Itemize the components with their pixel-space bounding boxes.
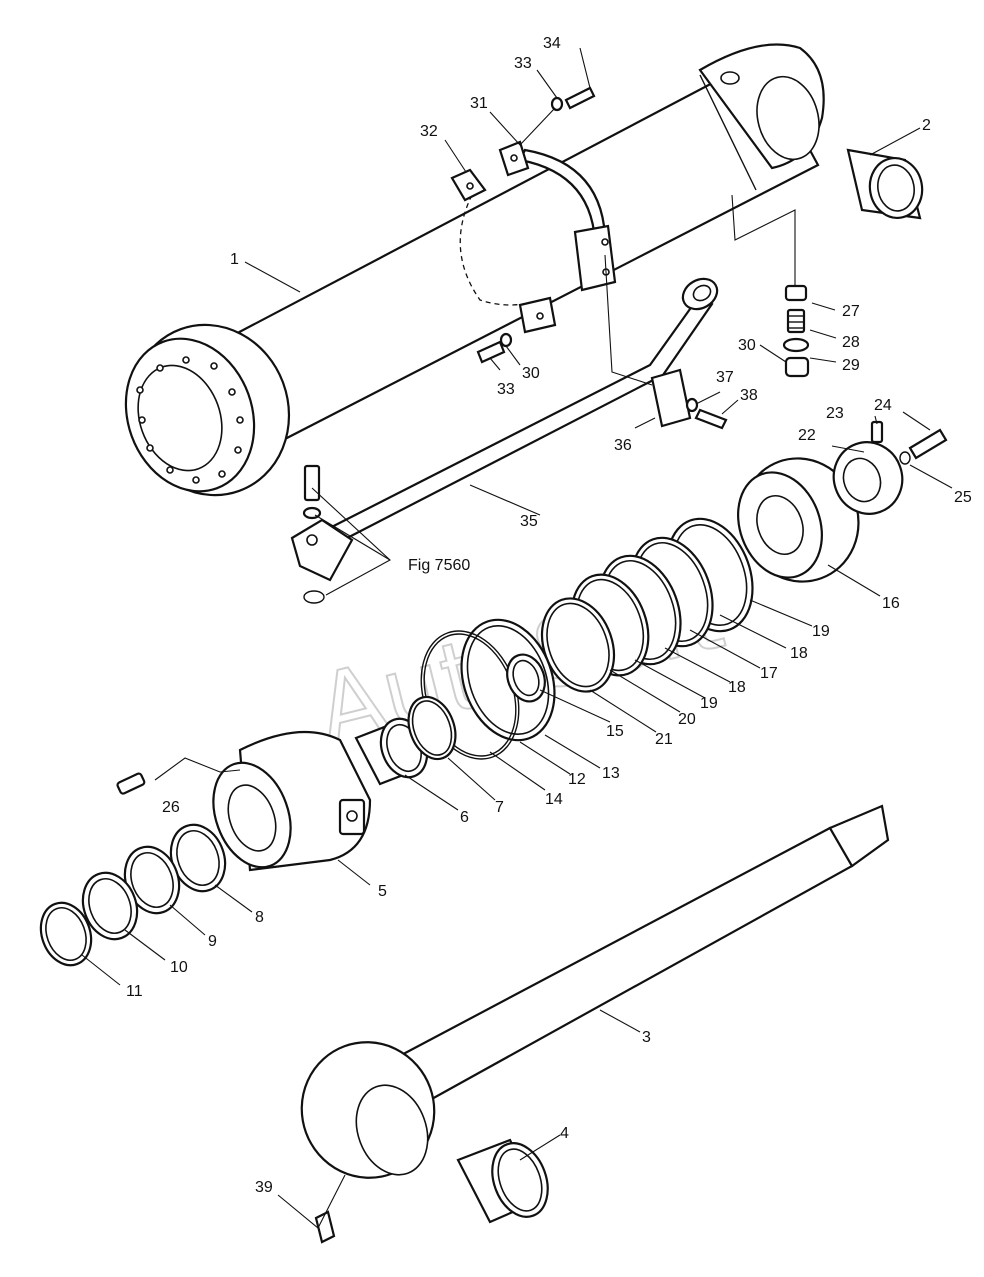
callout-35: 35 <box>520 513 538 530</box>
callout-18b: 18 <box>790 645 808 662</box>
callout-22: 22 <box>798 427 816 444</box>
callout-37: 37 <box>716 369 734 386</box>
callout-14: 14 <box>545 791 563 808</box>
part-callouts: 1 2 3 4 5 6 7 8 9 10 11 12 13 14 15 16 1… <box>126 35 972 1196</box>
callout-4: 4 <box>560 1125 569 1142</box>
callout-1: 1 <box>230 251 239 268</box>
callout-17: 17 <box>760 665 778 682</box>
callout-27: 27 <box>842 303 860 320</box>
callout-8: 8 <box>255 909 264 926</box>
callout-23: 23 <box>826 405 844 422</box>
hydraulic-pipe <box>290 277 719 604</box>
bushing-6 <box>354 695 457 786</box>
callout-12: 12 <box>568 771 586 788</box>
piston-rod-3 <box>300 804 890 1244</box>
callout-30a: 30 <box>738 337 756 354</box>
callout-24: 24 <box>874 397 892 414</box>
callout-33b: 33 <box>497 381 515 398</box>
callout-16: 16 <box>882 595 900 612</box>
callout-36: 36 <box>614 437 632 454</box>
clamp-band <box>450 140 617 334</box>
callout-6: 6 <box>460 809 469 826</box>
callout-25: 25 <box>954 489 972 506</box>
callout-34: 34 <box>543 35 561 52</box>
callout-33a: 33 <box>514 55 532 72</box>
callout-20: 20 <box>678 711 696 728</box>
callout-28: 28 <box>842 334 860 351</box>
seal-rings <box>540 517 754 693</box>
rod-seals <box>39 823 227 967</box>
callout-26: 26 <box>162 799 180 816</box>
callout-11: 11 <box>126 983 143 1000</box>
cylinder-tube <box>124 43 825 497</box>
callout-19b: 19 <box>700 695 718 712</box>
callout-38: 38 <box>740 387 758 404</box>
lock-nut-22 <box>832 420 948 515</box>
valve-parts <box>782 284 810 378</box>
callout-7: 7 <box>495 799 504 816</box>
callout-31: 31 <box>470 95 488 112</box>
flange-bolt-holes <box>136 356 244 484</box>
callout-10: 10 <box>170 959 188 976</box>
figure-reference: Fig 7560 <box>408 557 470 574</box>
callout-13: 13 <box>602 765 620 782</box>
callout-39: 39 <box>255 1179 273 1196</box>
cylinder-head-5 <box>116 730 372 872</box>
pipe-clamp <box>650 368 728 430</box>
callout-18a: 18 <box>728 679 746 696</box>
callout-29: 29 <box>842 357 860 374</box>
bushing-2 <box>846 148 924 220</box>
bushing-4 <box>456 1138 549 1224</box>
callout-32: 32 <box>420 123 438 140</box>
leader-lines <box>81 47 953 1229</box>
callout-19a: 19 <box>812 623 830 640</box>
callout-21: 21 <box>655 731 673 748</box>
callout-5: 5 <box>378 883 387 900</box>
callout-3: 3 <box>642 1029 651 1046</box>
piston-16 <box>737 457 860 583</box>
callout-9: 9 <box>208 933 217 950</box>
callout-2: 2 <box>922 117 931 134</box>
callout-30b: 30 <box>522 365 540 382</box>
callout-15: 15 <box>606 723 624 740</box>
